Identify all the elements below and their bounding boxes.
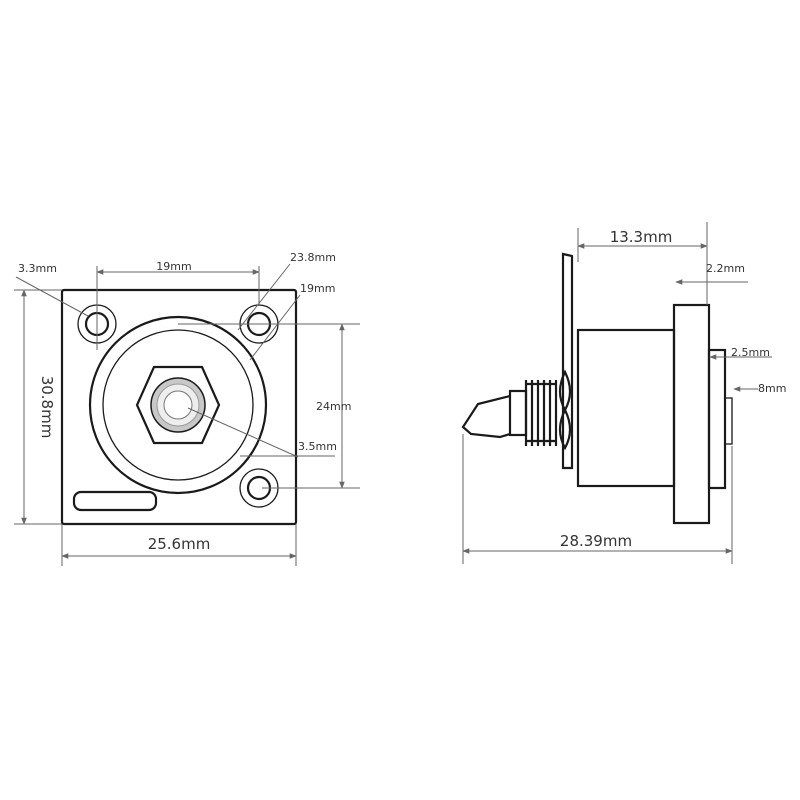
diagonal-label: 23.8mm [290, 251, 336, 264]
flange [672, 303, 711, 525]
side-view: 13.3mm 2.2mm 2.5mm 8mm 28.39mm [461, 222, 786, 564]
height-label: 30.8mm [38, 376, 56, 439]
hole-spacing-label: 19mm [156, 260, 191, 273]
rear-pin [724, 397, 733, 445]
width-label: 25.6mm [148, 535, 211, 553]
hex-nut [135, 365, 221, 445]
contact-lug [461, 394, 511, 439]
mounting-plate [60, 288, 298, 526]
hole-diameter-label: 3.3mm [18, 262, 57, 275]
housing-ring-inner [102, 329, 254, 481]
diagonal-offset-leader [249, 294, 301, 361]
solder-tab [561, 252, 574, 470]
vertical-spacing-label: 24mm [316, 400, 351, 413]
body-cylinder [576, 328, 676, 488]
sleeve [508, 389, 528, 437]
threaded-bushing [524, 380, 558, 446]
front-view: 19mm 3.3mm 23.8mm 19mm 24mm 3.5mm 30.8mm… [14, 251, 360, 566]
label-slot [72, 490, 158, 512]
total-length-label: 28.39mm [560, 532, 632, 550]
body-length-label: 13.3mm [610, 228, 673, 246]
nut-washer-lower [558, 407, 572, 451]
flange-label: 2.2mm [706, 262, 745, 275]
jack-socket-hole [163, 390, 193, 420]
pin-label: 8mm [758, 382, 786, 395]
housing-ring-outer [88, 315, 268, 495]
step-label: 2.5mm [731, 346, 770, 359]
hole-diameter-leader [15, 276, 89, 317]
diagonal-offset-label: 19mm [300, 282, 335, 295]
nut-washer-upper [558, 369, 572, 413]
jack-hole-label: 3.5mm [298, 440, 337, 453]
diagonal-leader [237, 263, 291, 331]
rear-step [707, 348, 727, 490]
jack-hole-leader [187, 407, 299, 458]
